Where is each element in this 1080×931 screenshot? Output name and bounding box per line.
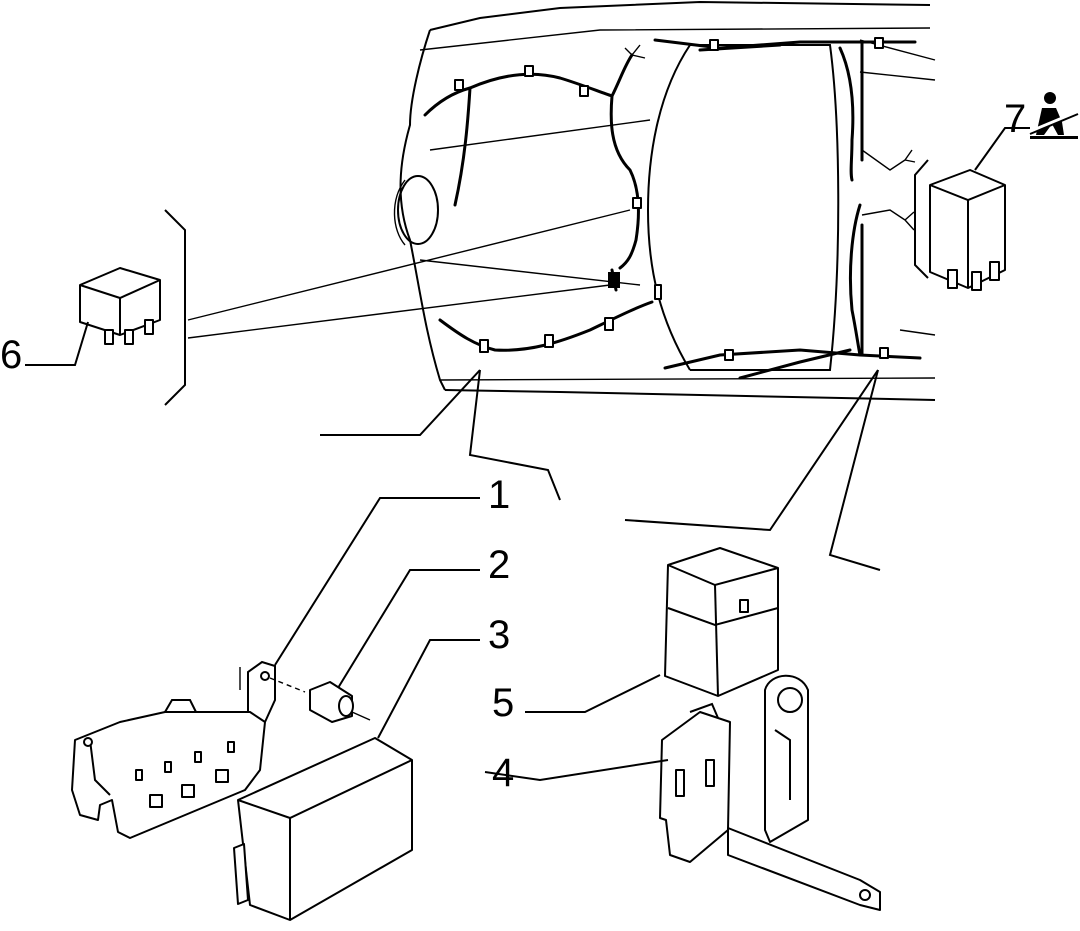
relay-bracket-4 [659,674,881,911]
callout-4: 4 [492,751,514,795]
relay-5 [664,547,779,697]
callout-2: 2 [488,543,510,587]
callout-labels: 1 2 3 4 5 6 7 [0,97,1026,795]
wiring-harness [423,37,922,380]
callout-6: 6 [0,333,22,377]
relay-7 [929,169,1006,291]
spacer-bush-2 [269,677,371,723]
seatbelt-warning-icon [1029,92,1079,139]
callout-3: 3 [488,613,510,657]
callout-leaders [25,127,1030,782]
callout-7: 7 [1004,97,1026,141]
callout-5: 5 [492,681,514,725]
relay-mounting-bracket-1 [71,660,276,839]
callout-1: 1 [488,473,510,517]
control-unit-3 [233,737,413,921]
vehicle-body-outline [393,0,936,401]
location-leader-lines [164,159,929,571]
relay-6 [79,267,161,345]
